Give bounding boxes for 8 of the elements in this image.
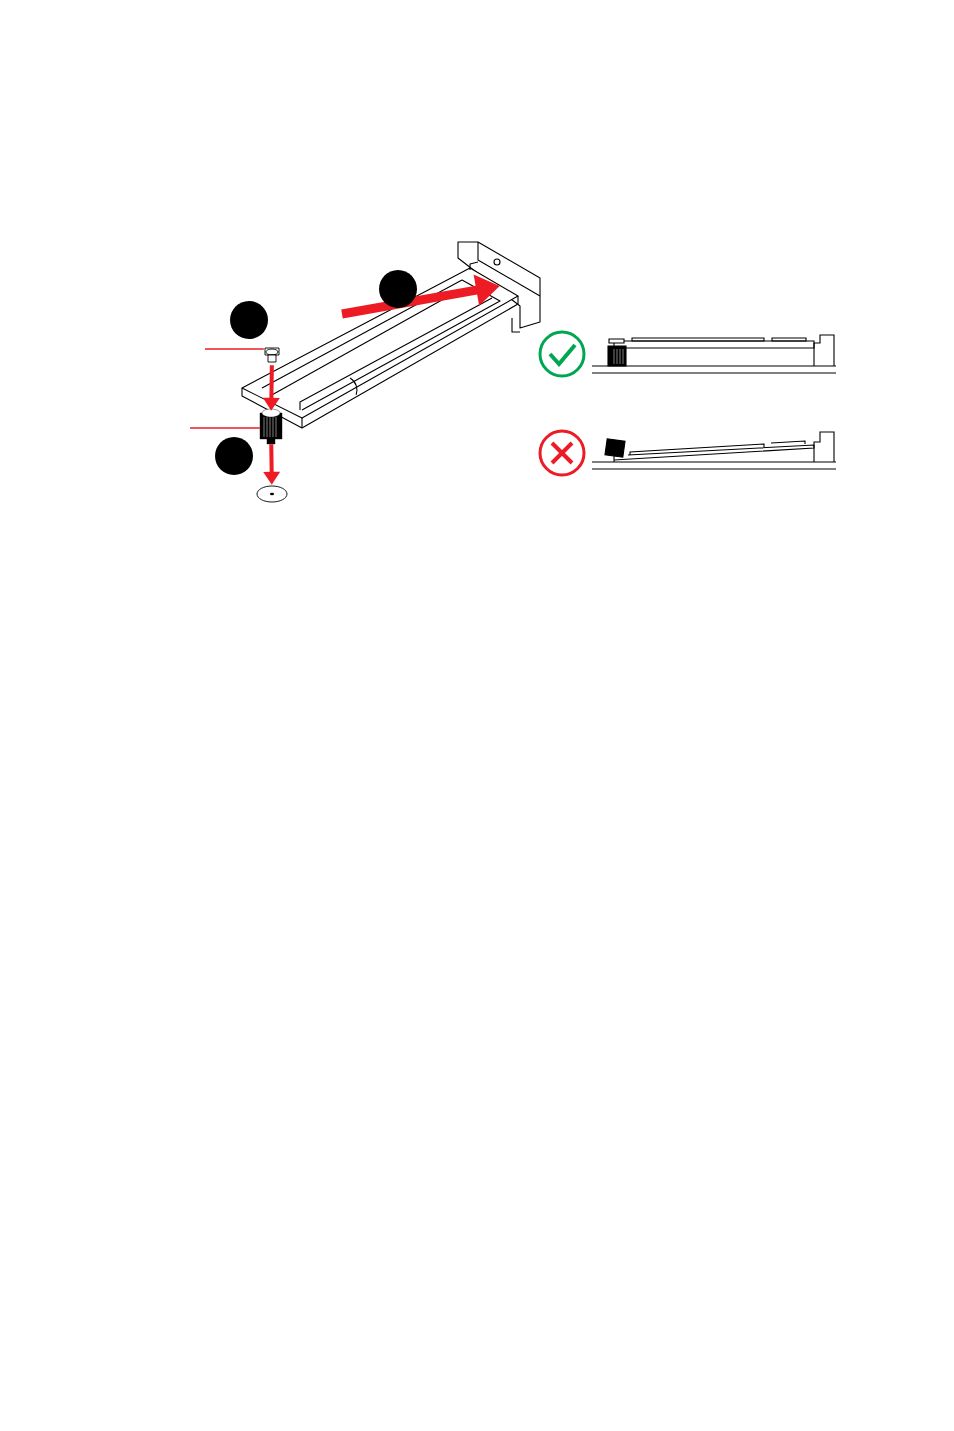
step-marker — [215, 437, 253, 475]
screw — [264, 347, 280, 363]
step-marker — [379, 270, 417, 308]
standoff — [259, 408, 283, 445]
leader-line — [204, 348, 265, 350]
step-marker — [230, 301, 268, 339]
leader-line — [189, 427, 261, 429]
washer — [256, 485, 288, 503]
